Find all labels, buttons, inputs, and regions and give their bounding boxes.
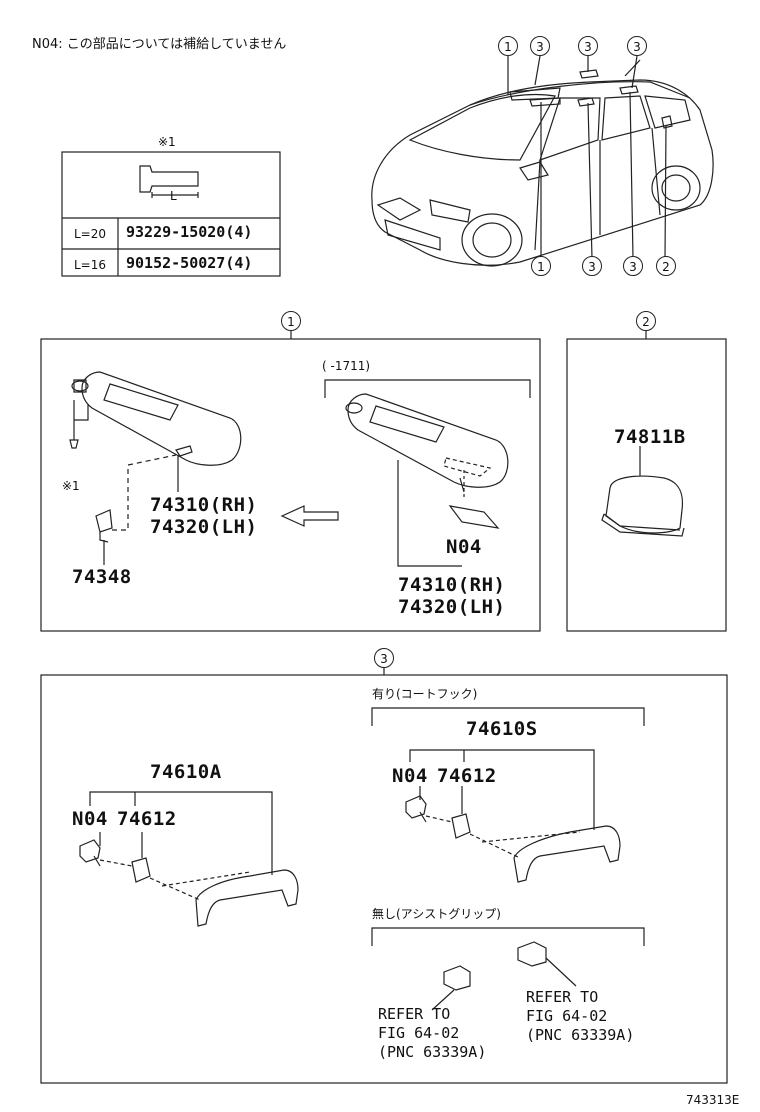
reference-1-line-1: REFER TO <box>378 1005 451 1023</box>
note-text: N04: この部品については補給していません <box>32 37 287 52</box>
grip-right-bracket-part: 74612 <box>437 765 497 787</box>
callout-car-top-1: 1 <box>498 36 518 56</box>
visor-right-rh-part: 74310(RH) <box>398 574 506 596</box>
grip-left-bracket-part: 74612 <box>117 808 177 830</box>
visor-right-n04: N04 <box>446 536 482 558</box>
without-assist-grip-label: 無し(アシストグリップ) <box>372 907 501 921</box>
callout-section-2: 2 <box>636 311 656 331</box>
grip-right-assembly-part: 74610S <box>466 718 538 740</box>
grip-left-n04: N04 <box>72 808 108 830</box>
callout-car-bottom-1: 1 <box>531 256 551 276</box>
car-illustration <box>371 55 714 267</box>
callout-section-3: 3 <box>374 648 394 668</box>
bolt-dimension-label: L <box>170 189 177 203</box>
reference-1-line-2: FIG 64-02 <box>378 1024 460 1042</box>
bolt-table-header: ※1 <box>158 135 176 149</box>
reference-2-line-1: REFER TO <box>526 988 599 1006</box>
bolt-table-frame <box>61 151 281 277</box>
grip-right-n04: N04 <box>392 765 428 787</box>
bolt-row-2-part: 90152-50027(4) <box>126 254 253 272</box>
clip-part: 74348 <box>72 566 132 588</box>
reference-2-line-3: (PNC 63339A) <box>526 1026 635 1044</box>
bolt-row-1-length: L=20 <box>74 227 107 241</box>
figure-id: 743313E <box>686 1093 740 1107</box>
callout-section-1: 1 <box>281 311 301 331</box>
callout-car-bottom-3: 3 <box>623 256 643 276</box>
callout-car-bottom-2: 3 <box>582 256 602 276</box>
callout-car-top-4: 3 <box>627 36 647 56</box>
with-coat-hook-label: 有り(コートフック) <box>372 687 478 701</box>
callout-car-top-2: 3 <box>530 36 550 56</box>
visor-left-lh-part: 74320(LH) <box>150 516 258 538</box>
screw-reference: ※1 <box>62 479 80 493</box>
bolt-row-1-part: 93229-15020(4) <box>126 223 253 241</box>
grip-left-assembly-part: 74610A <box>150 761 222 783</box>
bolt-row-2-length: L=16 <box>74 258 107 272</box>
visor-right-lh-part: 74320(LH) <box>398 596 506 618</box>
section2-frame <box>566 338 727 632</box>
reference-1-line-3: (PNC 63339A) <box>378 1043 487 1061</box>
callout-car-bottom-4: 2 <box>656 256 676 276</box>
reference-2-line-2: FIG 64-02 <box>526 1007 608 1025</box>
visor-left-rh-part: 74310(RH) <box>150 494 258 516</box>
callout-car-top-3: 3 <box>578 36 598 56</box>
dome-lamp-part: 74811B <box>614 426 686 448</box>
section1-bracket-label: ( -1711) <box>322 359 371 373</box>
